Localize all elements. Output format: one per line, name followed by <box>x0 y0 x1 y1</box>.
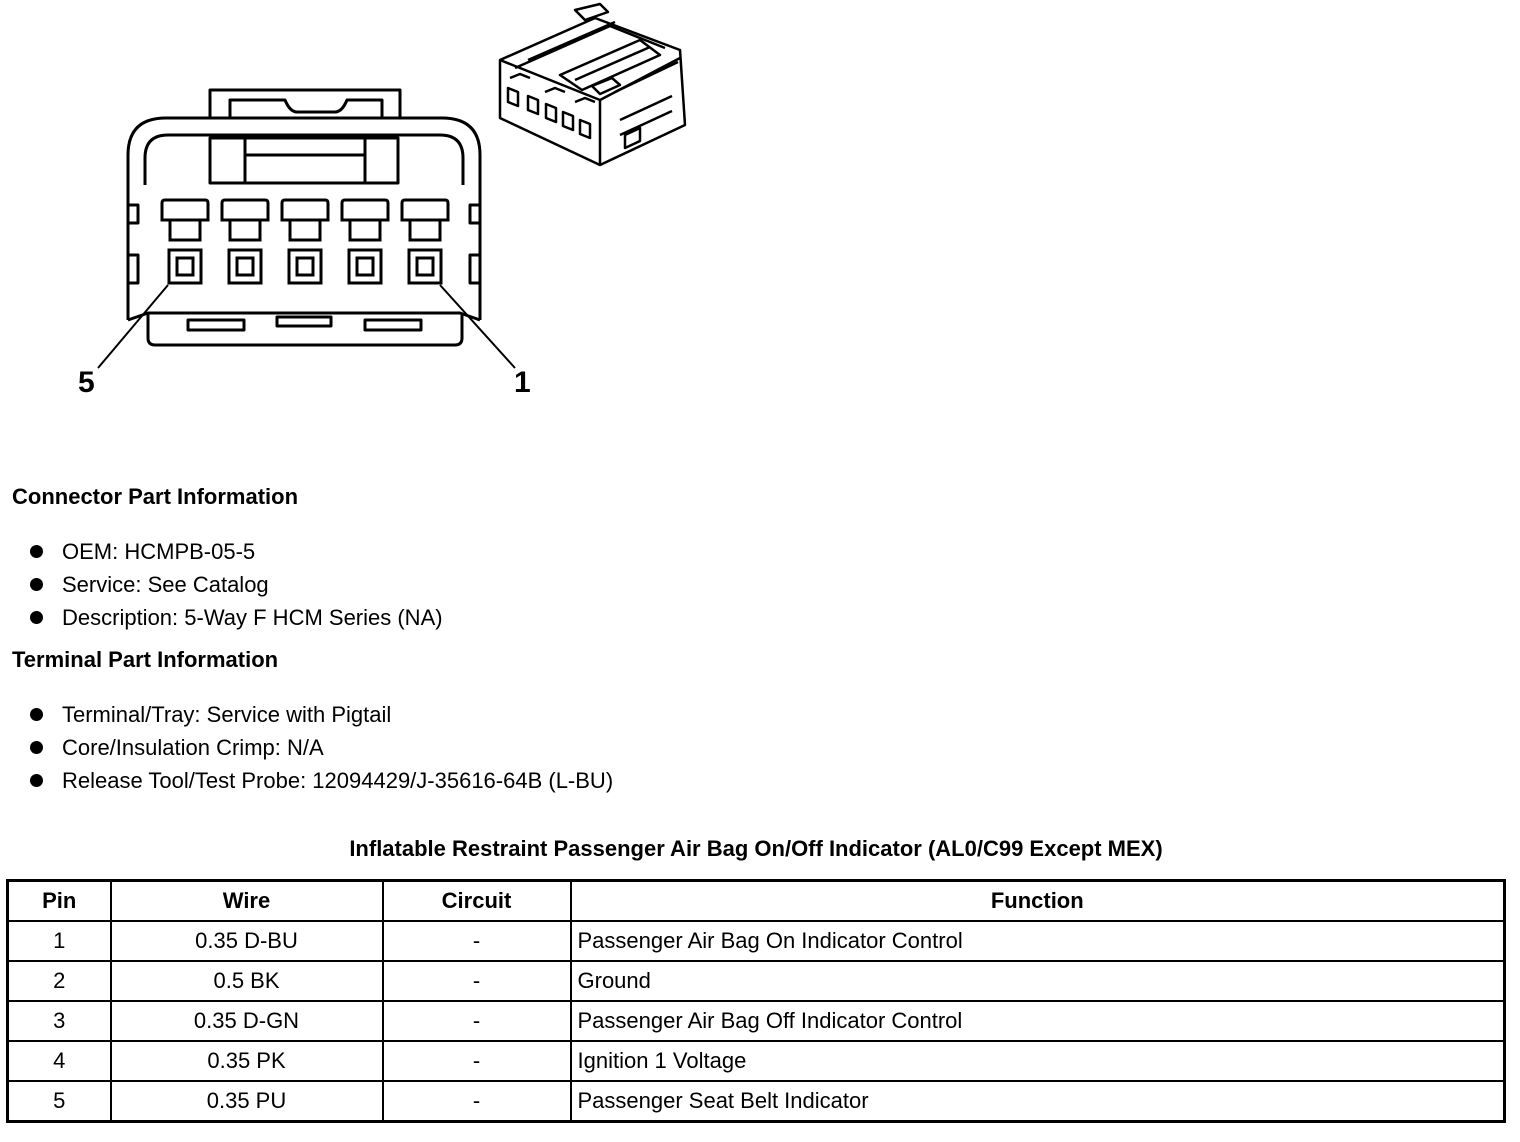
table-row: 2 0.5 BK - Ground <box>6 960 1506 1002</box>
list-item: Terminal/Tray: Service with Pigtail <box>30 698 613 731</box>
column-header-circuit: Circuit <box>381 879 572 922</box>
terminal-cavities <box>160 198 450 285</box>
connector-diagram: 5 1 <box>0 0 720 420</box>
cell-circuit: - <box>381 920 572 962</box>
cell-function: Passenger Air Bag On Indicator Control <box>569 920 1506 962</box>
column-header-function: Function <box>569 879 1506 922</box>
cell-pin: 4 <box>6 1040 112 1082</box>
cell-circuit: - <box>381 960 572 1002</box>
cell-pin: 5 <box>6 1080 112 1123</box>
cell-wire: 0.35 PU <box>109 1080 384 1123</box>
cell-circuit: - <box>381 1040 572 1082</box>
list-item: Description: 5-Way F HCM Series (NA) <box>30 601 443 634</box>
pin-label-1: 1 <box>514 366 531 399</box>
cell-function: Passenger Air Bag Off Indicator Control <box>569 1000 1506 1042</box>
connector-face-drawing <box>97 2 687 369</box>
cell-function: Ground <box>569 960 1506 1002</box>
bullet-icon <box>30 578 43 591</box>
table-row: 5 0.35 PU - Passenger Seat Belt Indicato… <box>6 1080 1506 1123</box>
table-row: 4 0.35 PK - Ignition 1 Voltage <box>6 1040 1506 1082</box>
cell-function: Passenger Seat Belt Indicator <box>569 1080 1506 1123</box>
cell-wire: 0.35 D-BU <box>109 920 384 962</box>
cell-circuit: - <box>381 1000 572 1042</box>
bullet-icon <box>30 774 43 787</box>
table-header-row: Pin Wire Circuit Function <box>6 879 1506 922</box>
cell-wire: 0.35 PK <box>109 1040 384 1082</box>
terminal-part-info-heading: Terminal Part Information <box>12 647 279 672</box>
column-header-pin: Pin <box>6 879 112 922</box>
bullet-icon <box>30 708 43 721</box>
cell-function: Ignition 1 Voltage <box>569 1040 1506 1082</box>
pinout-table: Pin Wire Circuit Function 1 0.35 D-BU - … <box>6 879 1506 1123</box>
pin-label-5: 5 <box>78 366 95 399</box>
bullet-icon <box>30 545 43 558</box>
connector-part-info-heading: Connector Part Information <box>12 484 299 509</box>
table-title: Inflatable Restraint Passenger Air Bag O… <box>349 836 1163 861</box>
column-header-wire: Wire <box>109 879 384 922</box>
table-row: 3 0.35 D-GN - Passenger Air Bag Off Indi… <box>6 1000 1506 1042</box>
connector-part-info-list: OEM: HCMPB-05-5 Service: See Catalog Des… <box>30 535 443 634</box>
cell-wire: 0.35 D-GN <box>109 1000 384 1042</box>
cell-pin: 1 <box>6 920 112 962</box>
cell-circuit: - <box>381 1080 572 1123</box>
bullet-icon <box>30 741 43 754</box>
list-item: Service: See Catalog <box>30 568 443 601</box>
list-item: Core/Insulation Crimp: N/A <box>30 731 613 764</box>
list-item: Release Tool/Test Probe: 12094429/J-3561… <box>30 764 613 797</box>
connector-iso-drawing <box>498 2 687 167</box>
list-item: OEM: HCMPB-05-5 <box>30 535 443 568</box>
bullet-icon <box>30 611 43 624</box>
cell-pin: 3 <box>6 1000 112 1042</box>
cell-pin: 2 <box>6 960 112 1002</box>
terminal-part-info-list: Terminal/Tray: Service with Pigtail Core… <box>30 698 613 797</box>
table-row: 1 0.35 D-BU - Passenger Air Bag On Indic… <box>6 920 1506 962</box>
cell-wire: 0.5 BK <box>109 960 384 1002</box>
